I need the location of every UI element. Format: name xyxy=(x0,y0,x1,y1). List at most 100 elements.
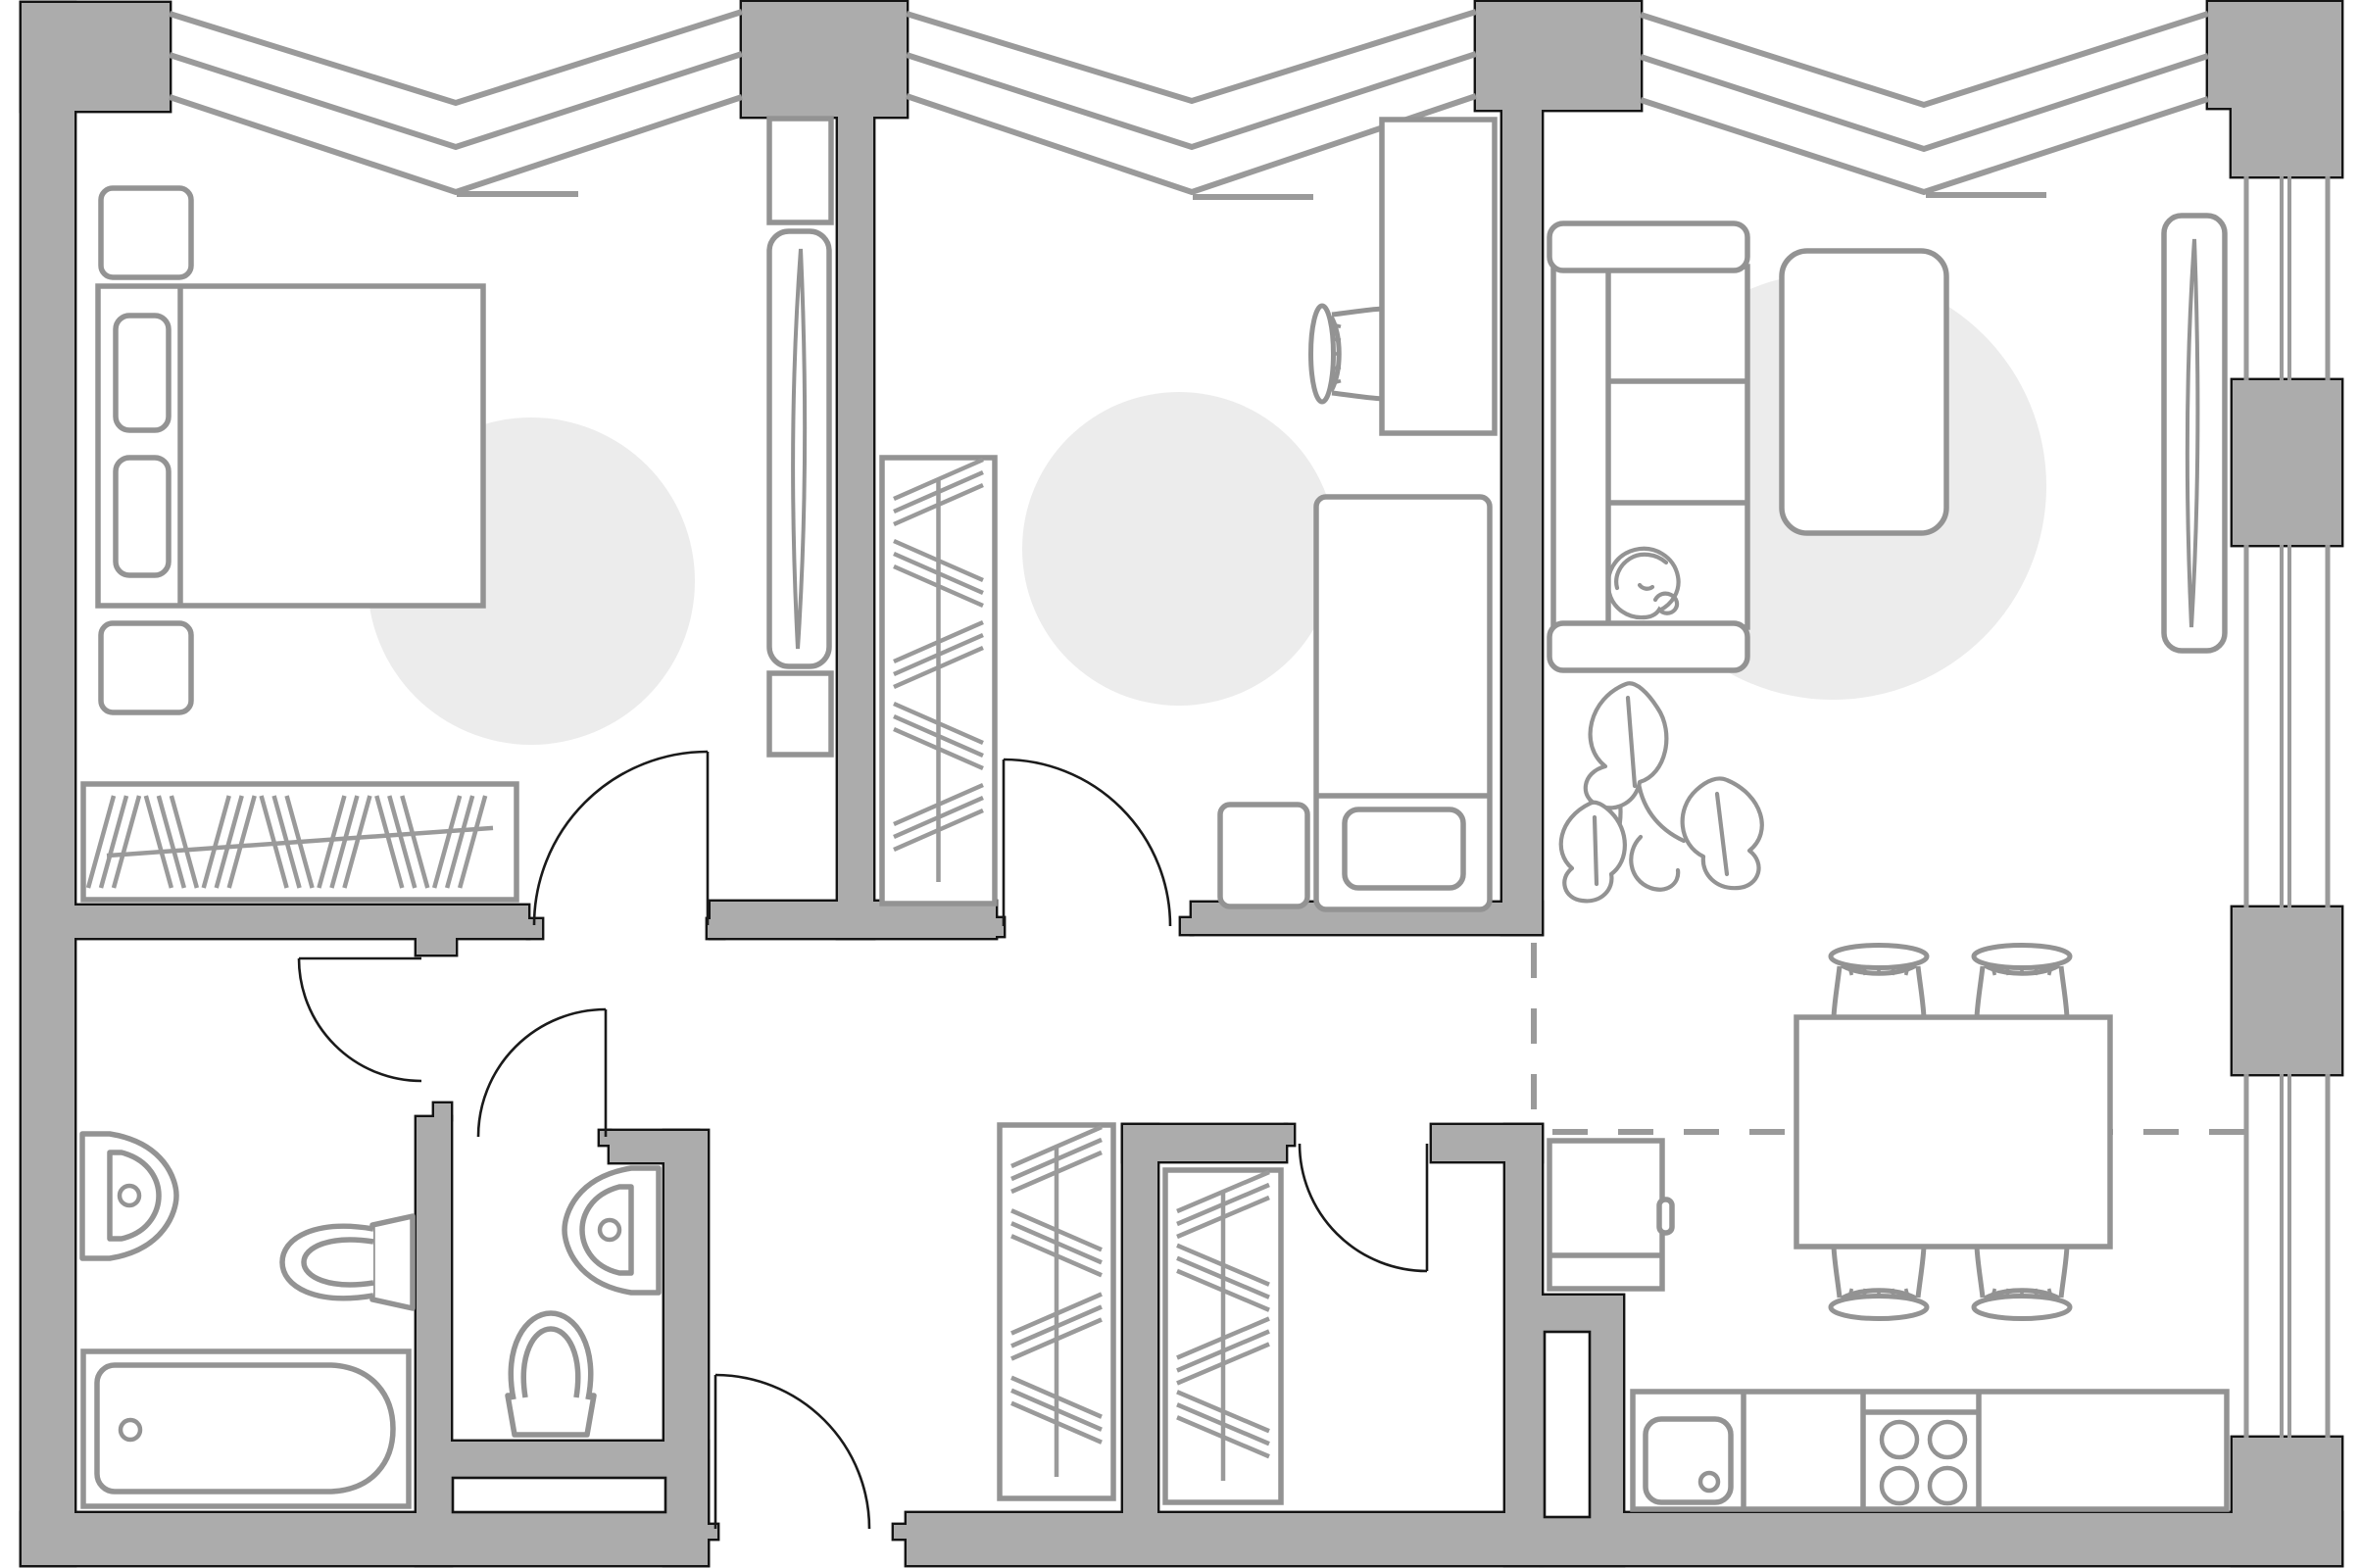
hatch-line xyxy=(214,795,244,889)
hatch-line xyxy=(893,701,984,746)
kitchen-stove-circle xyxy=(1927,1465,1968,1506)
chair-back-tick xyxy=(1991,1288,1997,1298)
hatch-line xyxy=(111,795,142,889)
hatch-line xyxy=(1010,1221,1103,1265)
facade-bay-3-glass-line-0 xyxy=(1640,11,2209,109)
cat-on-sofa-icon xyxy=(1614,552,1669,591)
facade-pier-3 xyxy=(1476,2,1641,110)
hatch-line xyxy=(1176,1243,1270,1287)
hatch-line xyxy=(98,795,129,889)
entrance-jamb-right xyxy=(894,1525,908,1539)
bath-wc-wall xyxy=(417,1117,451,1565)
hatch-line xyxy=(226,795,257,889)
bedroom-door-jamb-left xyxy=(528,919,542,938)
mirror-lens xyxy=(791,248,808,650)
hatch-line xyxy=(893,482,984,527)
bedroom-south-wall-left xyxy=(74,906,528,938)
facade-bay-2-glass-line-0 xyxy=(906,9,1477,105)
hatch-line xyxy=(1010,1137,1103,1182)
kitchen-stove-circle xyxy=(1879,1465,1920,1506)
bedroom-nightstand-top-rect xyxy=(98,185,194,280)
hatch-line xyxy=(893,713,984,759)
bedroom-south-wall-right xyxy=(711,902,996,938)
bath-door-jamb-bottom xyxy=(434,1103,451,1119)
hatch-line xyxy=(893,726,984,771)
facade-pier-2 xyxy=(742,2,907,117)
radiator-rect xyxy=(2161,213,2228,654)
bedroom-dresser xyxy=(80,781,519,903)
chair-back xyxy=(1971,943,2073,970)
closet-door-swing-arc xyxy=(1298,1143,1428,1273)
chair-back-tick xyxy=(1847,1288,1854,1298)
closet-door-jamb-left xyxy=(1286,1125,1294,1145)
plant-monstera-icon xyxy=(1592,814,1599,887)
hatch-line xyxy=(342,795,372,889)
kid-room-rug xyxy=(1022,392,1336,706)
hatch-line xyxy=(156,795,187,889)
hatch-line xyxy=(1010,1304,1103,1348)
wc-duct-niche xyxy=(451,1476,667,1514)
hatch-line xyxy=(1176,1316,1270,1360)
kid-bedside-cube-rect xyxy=(1217,802,1310,909)
hatch-line xyxy=(457,795,488,889)
chair-back-tick xyxy=(1903,966,1910,976)
hatch-line xyxy=(1010,1400,1103,1445)
hatch-line xyxy=(893,457,984,502)
bathroom-door-swing-arc xyxy=(297,957,422,1083)
hatch-line xyxy=(329,795,360,889)
dining-chair-top-right xyxy=(1971,943,2073,1020)
bottom-wall-left xyxy=(22,1513,708,1565)
dining-chair-bottom-left xyxy=(1828,1244,1930,1321)
wc-toilet-path xyxy=(505,1393,597,1438)
hatch-line xyxy=(1176,1415,1270,1459)
kitchen-stove xyxy=(1863,1409,1979,1506)
facade-bay-1-glass-line-0 xyxy=(169,9,743,107)
dining-chair-top-left xyxy=(1828,943,1930,1020)
wc-toilet xyxy=(505,1310,597,1438)
chair-back-tick xyxy=(1862,1288,1867,1298)
kitchen-stove-circle xyxy=(1927,1419,1968,1460)
wc-door-swing-arc xyxy=(476,1007,607,1138)
facade-bay-1-glass-line-1 xyxy=(169,51,743,151)
hatch-line xyxy=(1010,1124,1103,1169)
wc-door-jamb xyxy=(600,1131,610,1145)
closet-north-wall-left xyxy=(1123,1125,1286,1161)
hatch-line xyxy=(893,469,984,514)
bathroom-sink-circle xyxy=(117,1183,142,1208)
hatch-line xyxy=(1176,1169,1270,1214)
chair-back xyxy=(1828,1294,1930,1321)
chair-back-tick xyxy=(1332,337,1342,342)
plant-monstera xyxy=(1558,681,1764,904)
corner-block-bottom-right xyxy=(2233,1438,2341,1565)
hatch-line xyxy=(893,551,984,596)
chair-back-tick xyxy=(2005,966,2010,976)
bathtub-circle xyxy=(118,1417,143,1443)
entrance-door-swing-arc xyxy=(714,1373,871,1530)
bathroom-toilet-path xyxy=(369,1213,416,1311)
kid-bed-rect xyxy=(1342,807,1466,891)
fridge xyxy=(1547,1138,1675,1292)
bedroom-cabinet-bottom-rect xyxy=(766,670,834,758)
chair-back-tick xyxy=(1332,378,1342,385)
bathtub xyxy=(80,1348,412,1509)
chair-back xyxy=(1971,1294,2073,1321)
chair-symbol xyxy=(1828,943,1930,1020)
facade-bay-3-glass-line-2 xyxy=(1640,96,2209,196)
cat-on-sofa-icon xyxy=(1637,582,1655,591)
chair-symbol xyxy=(1308,303,1386,405)
hatch-line xyxy=(893,795,984,840)
hatch-line xyxy=(387,795,418,889)
dining-table-rect xyxy=(1794,1014,2113,1250)
hatch-line xyxy=(374,795,405,889)
chair-symbol xyxy=(1971,943,2073,1020)
plant-monstera-icon xyxy=(1714,791,1730,877)
coffee-table xyxy=(1779,248,1949,536)
dining-table xyxy=(1794,1014,2113,1250)
chair-back-tick xyxy=(2034,1288,2039,1298)
chair-back-tick xyxy=(1903,1288,1910,1298)
hatch-line xyxy=(400,795,430,889)
bedroom-cabinet-bottom xyxy=(766,670,834,758)
hall-wardrobe-right xyxy=(1162,1167,1284,1505)
hatch-line xyxy=(1010,1292,1103,1336)
double-bed-rect xyxy=(113,455,172,578)
